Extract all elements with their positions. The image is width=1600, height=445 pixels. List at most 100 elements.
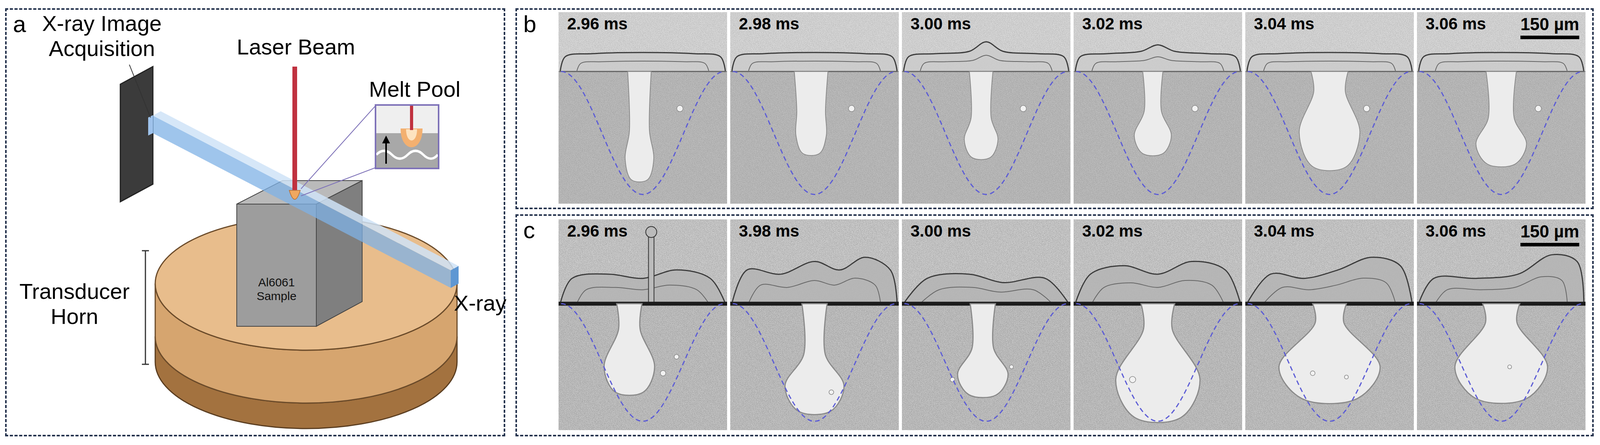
label-holder: X-ray [453,290,507,316]
timestamp: 3.98 ms [738,221,800,241]
callout-label: Transducer Horn [11,279,138,330]
scale-bar-label: 150 µm [1520,14,1580,40]
melt-pool-boundary [1247,71,1412,195]
xray-frame-image [558,219,728,431]
xray-frame: 2.96 ms [558,219,728,431]
keyhole [625,71,654,183]
sample-surface [558,301,728,306]
callout-label: Melt Pool [368,76,461,102]
inset-frame [375,105,439,169]
inset-leader [301,105,376,189]
vapor-plume [560,270,726,304]
spatter-jet [648,232,655,304]
scale-bar-label: 150 µm [1520,221,1580,247]
detector-plate [120,66,153,202]
vapor-plume [731,257,897,304]
pore [1310,371,1316,376]
melt-pool [289,190,301,200]
keyhole [1278,303,1381,404]
inset-arrowhead [382,135,391,144]
grain [901,219,1071,431]
melt-pool-boundary [1419,71,1583,195]
timestamp: 3.02 ms [1082,221,1143,241]
label-holder: X-ray Image Acquisition [35,10,169,62]
pore [1507,365,1512,370]
timestamp: 3.06 ms [1425,14,1486,34]
xray-frame: 3.06 ms 150 µm [1416,219,1586,431]
plume-contour [576,285,709,304]
xray-frame-image [1416,219,1586,431]
xray-frame: 3.00 ms [901,219,1071,431]
pore [848,105,855,112]
xray-frame: 2.96 ms [558,12,728,204]
callout-label: X-ray Image Acquisition [35,10,169,62]
timestamp: 2.96 ms [567,14,628,34]
callout-label: Laser Beam [236,34,356,60]
timestamp: 2.98 ms [738,14,800,34]
keyhole [1299,71,1361,171]
sample-block: Al6061 Sample [236,204,317,327]
xray-frame: 3.02 ms [1073,219,1243,431]
pore [1535,105,1542,112]
inset-laser [409,105,414,131]
xray-frame-image [558,12,728,204]
xray-frame: 3.04 ms [1245,219,1414,431]
pore [674,354,679,360]
melt-pool-boundary [1075,71,1240,195]
timestamp: 3.02 ms [1082,14,1143,34]
setup-schematic [120,64,459,429]
inset-arrow [385,141,387,164]
label-holder: Laser Beam [236,34,356,60]
callout-label: X-ray [453,290,507,316]
keyhole [785,303,845,415]
xray-frame: 3.06 ms 150 µm [1416,12,1586,204]
timestamp: 3.00 ms [910,14,971,34]
xray-frame-image [1245,219,1414,431]
keyhole [1115,303,1200,423]
timestamp: 3.06 ms [1425,221,1486,241]
detector-spot [148,115,153,136]
xray-frame: 3.04 ms [1245,12,1414,204]
plume-contour [576,61,709,72]
plume-contour [748,278,881,304]
keyhole [1454,303,1548,404]
plume-contour [1434,276,1568,304]
grain [1245,12,1414,204]
grain [1073,219,1243,431]
timestamp: 3.00 ms [910,221,971,241]
xray-beam-top [152,111,459,271]
inset-leader [301,167,376,196]
xray-frame-image [1245,12,1414,204]
xray-frame-image [730,219,899,431]
inset-pool [400,128,423,148]
plume-contour [1263,61,1396,72]
plume-contour [1091,280,1224,304]
grain [901,12,1071,204]
melt-pool-boundary [1075,303,1240,422]
xray-frame-image [1073,219,1243,431]
xray-beam [152,115,451,289]
melt-pool-boundary [904,71,1068,195]
vapor-plume [903,273,1069,304]
vapor-plume [1418,254,1584,305]
keyhole [957,303,1009,398]
melt-pool-boundary [560,303,725,422]
melt-pool-boundary [560,71,725,195]
inset-ground [375,105,439,169]
timestamp: 3.04 ms [1253,14,1315,34]
plume-contour [1091,56,1224,72]
keyhole [964,71,998,160]
label-holder: Transducer Horn [11,279,138,330]
bracket [141,250,149,365]
grain [1073,12,1243,204]
pore [1009,365,1014,370]
grain [1245,219,1414,431]
pore [1363,105,1370,112]
plume-contour [919,287,1053,304]
xray-frame: 3.00 ms [901,12,1071,204]
figure-panel: c2.96 ms3.98 ms3.00 ms3.02 ms3.04 ms3.06… [515,214,1594,437]
grain [558,12,728,204]
melt-pool-boundary [1419,303,1583,422]
grain [730,219,899,431]
melt-pool-boundary [1247,303,1412,422]
